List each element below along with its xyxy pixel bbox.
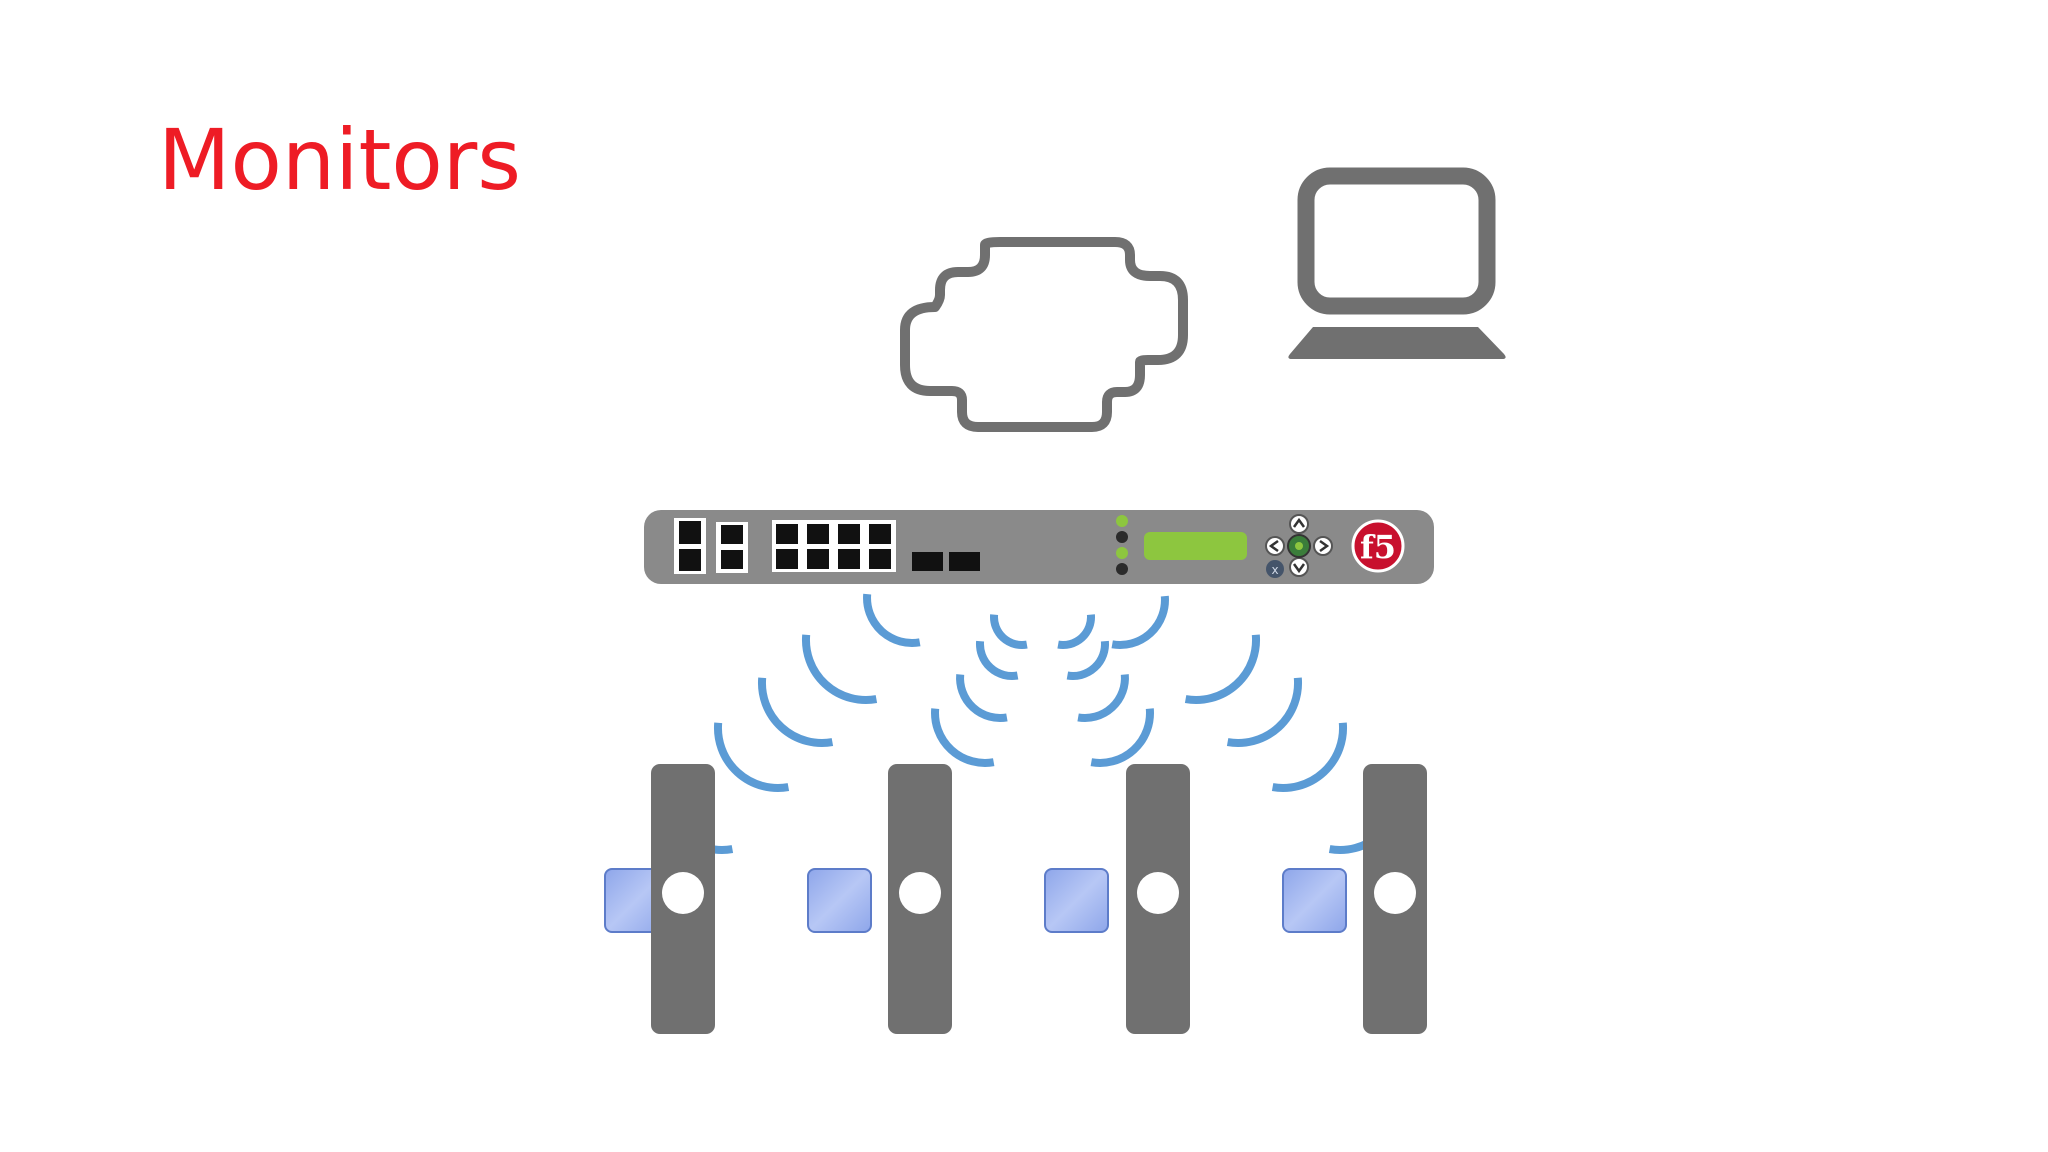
signal-arc-icon: [956, 674, 1008, 722]
signal-arc-icon: [757, 677, 834, 747]
signal-arc-icon: [1057, 614, 1095, 650]
lcd-display: [1144, 532, 1247, 560]
cloud-icon: [900, 237, 1188, 432]
f5-logo: f5: [1351, 519, 1405, 573]
monitor-signals: [657, 593, 1405, 854]
signal-arc-icon: [1226, 677, 1303, 747]
signal-arc-icon: [1066, 640, 1109, 680]
server-pool: [604, 764, 1427, 1034]
signal-arc-icon: [1271, 722, 1348, 792]
signal-arc-icon: [801, 634, 878, 704]
navigation-pad-icon: x: [1265, 514, 1333, 578]
ethernet-port-bank: [772, 520, 896, 572]
signal-arc-icon: [1184, 634, 1261, 704]
signal-arc-icon: [931, 708, 995, 767]
server-2: [807, 764, 952, 1034]
f5-big-ip-appliance-icon: x f5: [644, 510, 1434, 584]
server-port-icon: [1137, 872, 1179, 914]
signal-arc-icon: [863, 593, 921, 647]
svg-text:f5: f5: [1360, 528, 1396, 566]
slide-title: Monitors: [158, 111, 522, 209]
server-3: [1044, 764, 1190, 1034]
sfp-port: [912, 552, 943, 571]
server-4: [1282, 764, 1427, 1034]
sfp-port: [949, 552, 980, 571]
status-leds: [1116, 515, 1128, 575]
server-1: [604, 764, 715, 1034]
signal-arc-icon: [990, 614, 1028, 650]
application-block-icon: [807, 868, 872, 933]
application-block-icon: [1044, 868, 1109, 933]
signal-arc-icon: [976, 640, 1019, 680]
signal-arc-icon: [1111, 595, 1169, 649]
laptop-icon: [1288, 167, 1506, 359]
management-ports: [674, 518, 748, 574]
server-port-icon: [899, 872, 941, 914]
server-port-icon: [662, 872, 704, 914]
server-port-icon: [1374, 872, 1416, 914]
application-block-icon: [1282, 868, 1347, 933]
svg-text:x: x: [1271, 563, 1278, 577]
signal-arc-icon: [1077, 674, 1129, 722]
signal-arc-icon: [713, 722, 790, 792]
signal-arc-icon: [1090, 708, 1154, 767]
